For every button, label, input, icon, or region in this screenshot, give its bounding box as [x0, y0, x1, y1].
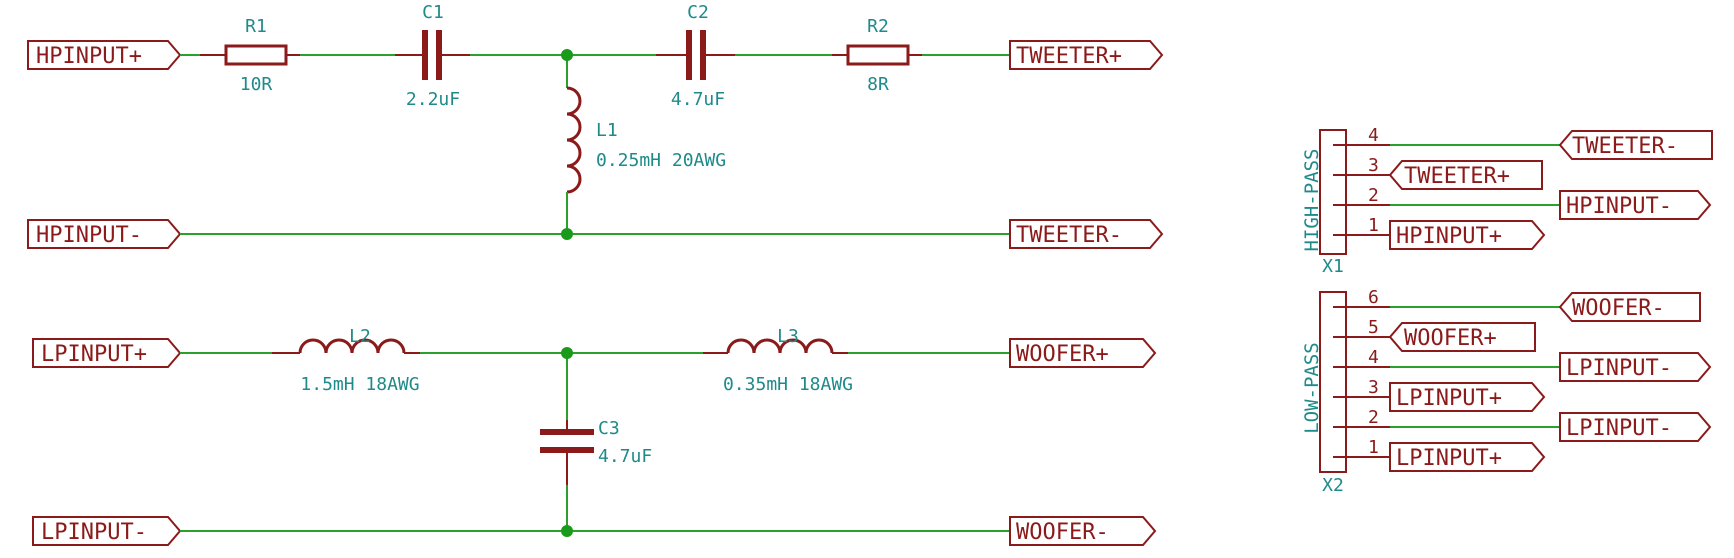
x1-pin-2: 2 HPINPUT-	[1333, 185, 1712, 220]
x2-pin-5-num: 5	[1368, 317, 1379, 338]
x1-pin-4: 4 TWEETER-	[1333, 125, 1713, 160]
l3-value: 0.35mH 18AWG	[723, 374, 853, 395]
x2-pin-4: 4 LPINPUT-	[1333, 347, 1712, 382]
x2-ref: X2	[1322, 475, 1344, 496]
l2-ref: L2	[349, 326, 371, 347]
port-tweeter-minus: TWEETER-	[1009, 219, 1164, 249]
x2-pin-1: 1 LPINPUT+	[1333, 437, 1546, 472]
x2-pin-6: 6 WOOFER-	[1333, 287, 1701, 322]
x1-pin-2-num: 2	[1368, 185, 1379, 206]
c2-ref: C2	[687, 2, 709, 23]
x2-pin-4-num: 4	[1368, 347, 1379, 368]
x2-pin-4-label: LPINPUT-	[1566, 356, 1672, 381]
r2-ref: R2	[867, 16, 889, 37]
x2-pin-3-label: LPINPUT+	[1396, 386, 1502, 411]
x1-pin-3: 3 TWEETER+	[1333, 155, 1543, 190]
c1-value: 2.2uF	[406, 89, 460, 110]
resistor-r1: R1 10R	[200, 16, 300, 95]
x2-pin-1-label: LPINPUT+	[1396, 446, 1502, 471]
x2-pin-6-num: 6	[1368, 287, 1379, 308]
junction-lp-top	[561, 347, 573, 359]
junction-hp-bottom	[561, 228, 573, 240]
capacitor-c3: C3 4.7uF	[540, 418, 652, 485]
x1-pin-1-num: 1	[1368, 215, 1379, 236]
connector-x1: HIGH-PASS X1	[1301, 129, 1347, 277]
port-hpinput-plus: HPINPUT+	[27, 40, 182, 70]
resistor-r2: R2 8R	[832, 16, 922, 95]
port-hpinput-plus-text: HPINPUT+	[36, 44, 142, 69]
port-lpinput-plus-text: LPINPUT+	[41, 342, 147, 367]
x1-pin-4-num: 4	[1368, 125, 1379, 146]
x2-pin-2: 2 LPINPUT-	[1333, 407, 1712, 442]
x2-pin-5: 5 WOOFER+	[1333, 317, 1536, 352]
x2-pin-3: 3 LPINPUT+	[1333, 377, 1546, 412]
port-hpinput-minus: HPINPUT-	[27, 219, 182, 249]
x1-pin-1-label: HPINPUT+	[1396, 224, 1502, 249]
port-tweeter-plus: TWEETER+	[1009, 40, 1164, 70]
port-lpinput-minus: LPINPUT-	[32, 516, 182, 546]
x1-pin-4-label: TWEETER-	[1572, 134, 1678, 159]
x1-ref: X1	[1322, 256, 1344, 277]
junction-hp-top	[561, 49, 573, 61]
l3-ref: L3	[777, 326, 799, 347]
x1-pin-3-label: TWEETER+	[1404, 164, 1510, 189]
c2-value: 4.7uF	[671, 89, 725, 110]
port-woofer-minus-text: WOOFER-	[1016, 520, 1109, 545]
inductor-l3: L3 0.35mH 18AWG	[703, 326, 853, 395]
port-woofer-minus: WOOFER-	[1009, 516, 1157, 546]
connector-x2: LOW-PASS X2	[1301, 291, 1347, 496]
inductor-l2: L2 1.5mH 18AWG	[272, 326, 420, 395]
x2-pin-2-num: 2	[1368, 407, 1379, 428]
x2-value: LOW-PASS	[1301, 342, 1323, 434]
l1-value: 0.25mH 20AWG	[596, 150, 726, 171]
x1-pin-2-label: HPINPUT-	[1566, 194, 1672, 219]
c1-ref: C1	[422, 2, 444, 23]
junction-lp-bottom	[561, 525, 573, 537]
port-lpinput-plus: LPINPUT+	[32, 338, 182, 368]
c3-ref: C3	[598, 418, 620, 439]
r2-value: 8R	[867, 74, 889, 95]
port-tweeter-minus-text: TWEETER-	[1016, 223, 1122, 248]
port-tweeter-plus-text: TWEETER+	[1016, 44, 1122, 69]
port-lpinput-minus-text: LPINPUT-	[41, 520, 147, 545]
capacitor-c1: C1 2.2uF	[395, 2, 470, 110]
port-woofer-plus-text: WOOFER+	[1016, 342, 1109, 367]
r1-value: 10R	[240, 74, 273, 95]
inductor-l1: L1 0.25mH 20AWG	[566, 86, 726, 194]
l1-ref: L1	[596, 120, 618, 141]
l2-value: 1.5mH 18AWG	[300, 374, 419, 395]
capacitor-c2: C2 4.7uF	[656, 2, 735, 110]
r1-ref: R1	[245, 16, 267, 37]
c3-value: 4.7uF	[598, 446, 652, 467]
port-woofer-plus: WOOFER+	[1009, 338, 1157, 368]
x1-pin-1: 1 HPINPUT+	[1333, 215, 1546, 250]
x2-pin-2-label: LPINPUT-	[1566, 416, 1672, 441]
x1-pin-3-num: 3	[1368, 155, 1379, 176]
x2-pin-5-label: WOOFER+	[1404, 326, 1497, 351]
x1-value: HIGH-PASS	[1301, 149, 1323, 252]
x2-pin-1-num: 1	[1368, 437, 1379, 458]
port-hpinput-minus-text: HPINPUT-	[36, 223, 142, 248]
x2-pin-6-label: WOOFER-	[1572, 296, 1665, 321]
x2-pin-3-num: 3	[1368, 377, 1379, 398]
